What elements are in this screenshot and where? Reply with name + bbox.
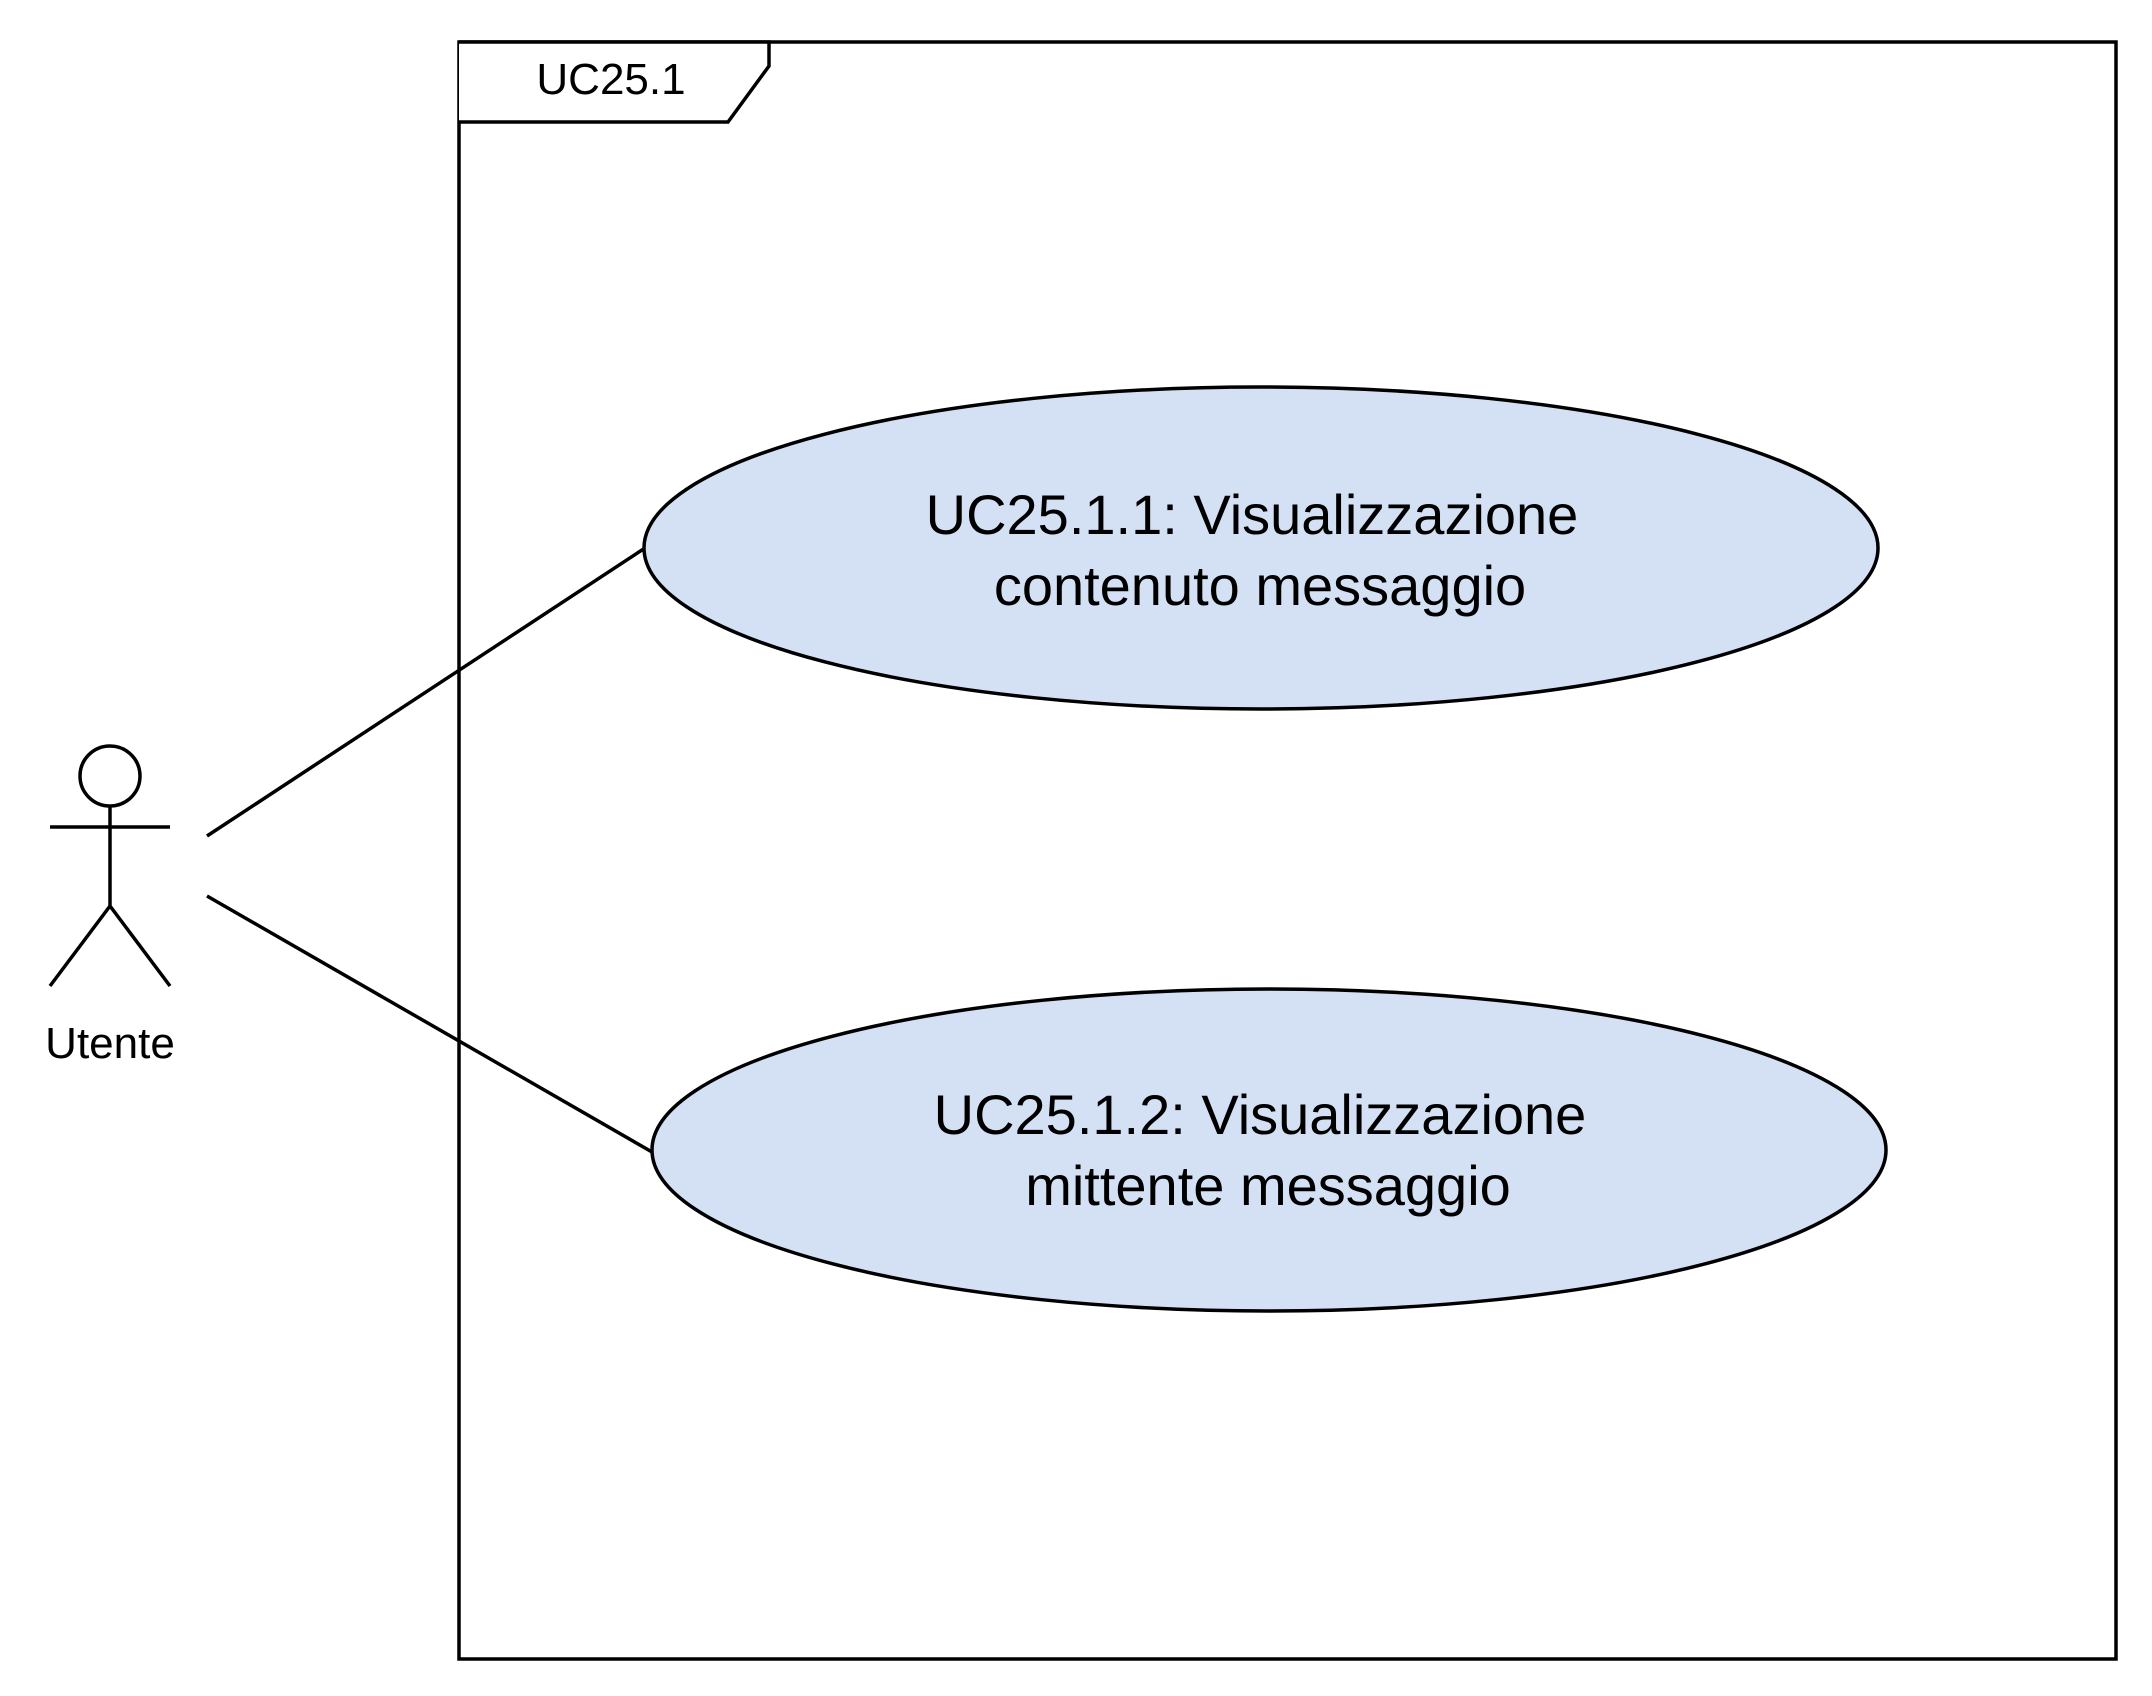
use-case-label-line1: UC25.1.2: Visualizzazione: [934, 1083, 1587, 1146]
use-case-label-line1: UC25.1.1: Visualizzazione: [926, 483, 1579, 546]
use-case-label-line2: mittente messaggio: [1025, 1154, 1511, 1217]
use-case-uc25-1-1[interactable]: UC25.1.1: Visualizzazione contenuto mess…: [642, 385, 1880, 711]
use-case-ellipse: [650, 987, 1888, 1313]
association-line-uc2: [206, 894, 653, 1154]
association-line-uc1: [206, 546, 646, 838]
actor-utente[interactable]: Utente: [45, 744, 175, 1068]
system-boundary: [457, 40, 2118, 1661]
use-case-label-line2: contenuto messaggio: [994, 554, 1526, 617]
use-case-ellipse: [642, 385, 1880, 711]
system-boundary-label: UC25.1: [536, 55, 685, 104]
use-case-uc25-1-2[interactable]: UC25.1.2: Visualizzazione mittente messa…: [650, 987, 1888, 1313]
actor-label: Utente: [45, 1019, 175, 1068]
actor-stick-figure-icon: [48, 744, 172, 988]
system-boundary-tab: [459, 40, 771, 124]
